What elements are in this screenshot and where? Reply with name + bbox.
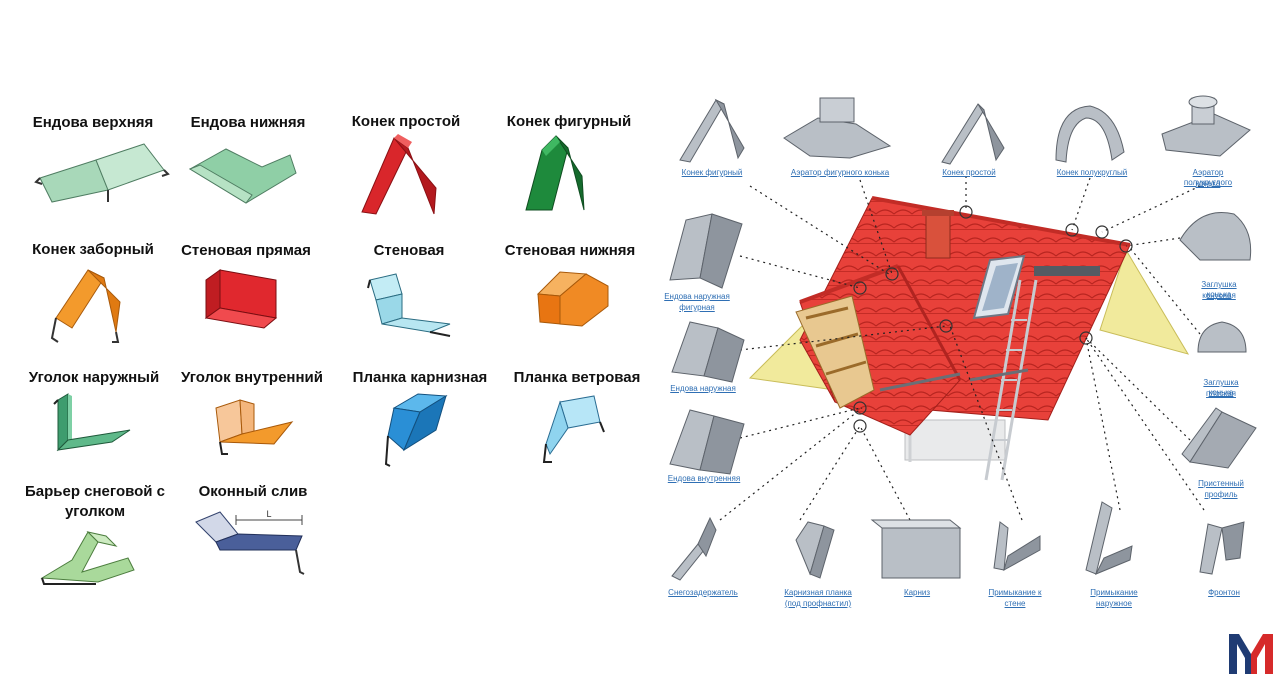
- caption-zaglushka-konusnaya-2: конусная: [1202, 291, 1236, 300]
- endova-naruzhnaya-figurnaya-icon: [669, 213, 743, 289]
- caption-karniz: Карниз: [903, 588, 931, 597]
- snow-guard: [879, 372, 961, 392]
- label-planka-vetrovaya: Планка ветровая: [513, 369, 641, 386]
- endova-verkhnyaya-drawing: [34, 143, 170, 203]
- endova-nizhnyaya-drawing: [188, 148, 297, 204]
- label-ugolok-naruzhny: Уголок наружный: [28, 369, 160, 386]
- label-planka-karniznaya: Планка карнизная: [352, 369, 488, 386]
- dimension-mark: L: [266, 509, 271, 519]
- planka-vetrovaya-drawing: [542, 395, 605, 463]
- konek-prostoy-drawing: [361, 134, 437, 215]
- zaglushka-konusnaya-icon: [1179, 212, 1252, 261]
- zaglushka-ploskaya-icon: [1197, 321, 1247, 353]
- snegozaderzhatel-icon: [671, 516, 717, 581]
- karniznaya-planka-icon: [795, 521, 835, 579]
- caption-primykanie-naruzh-1: Примыкание: [1090, 588, 1138, 597]
- konek-zaborny-drawing: [50, 269, 121, 343]
- stenovaya-drawing: [367, 273, 451, 337]
- leader-lines: [719, 176, 1205, 521]
- barier-snegovoy-drawing: [40, 531, 135, 585]
- label-stenovaya: Стеновая: [373, 242, 445, 259]
- ridge-main: [871, 196, 1131, 247]
- ugolok-vnutrenny-drawing: [215, 399, 294, 455]
- karniz-icon: [870, 519, 962, 579]
- label-ugolok-vnutrenny: Уголок внутренний: [181, 369, 323, 386]
- roof-diagram: [669, 95, 1257, 581]
- leader-markers: [853, 205, 1133, 433]
- roof-walkway: [1034, 266, 1100, 276]
- roof-rafters: [795, 295, 875, 409]
- pristenny-profil-icon: [1181, 407, 1257, 469]
- caption-aerator-figurnogo: Аэратор фигурного конька: [790, 168, 890, 177]
- caption-endova-naruzhnaya-fig-1: Ендова наружная: [664, 292, 730, 301]
- right-gable: [1099, 248, 1190, 355]
- label-barier-snegovoy: Барьер снеговой с уголком: [24, 483, 166, 520]
- label-endova-verkhnyaya: Ендова верхняя: [32, 114, 154, 131]
- planka-karniznaya-drawing: [384, 393, 448, 467]
- chimney: [925, 213, 951, 259]
- label-okonny-sliv: Оконный слив: [198, 483, 308, 500]
- primykanie-naruzhnoe-icon: [1085, 501, 1133, 575]
- konek-figurny-icon: [679, 98, 745, 163]
- brand-logo: [1229, 634, 1273, 674]
- caption-endova-vnutrennyaya: Ендова внутренняя: [667, 474, 741, 483]
- label-stenovaya-pryamaya: Стеновая прямая: [181, 242, 311, 259]
- caption-konek-prostoy: Конек простой: [942, 168, 996, 177]
- caption-konek-figurny: Конек фигурный: [681, 168, 743, 177]
- caption-zaglushka-konusnaya-1: Заглушка конька: [1201, 280, 1237, 299]
- ugolok-naruzhny-drawing: [53, 393, 131, 452]
- aerator-polukruglogo-icon: [1161, 95, 1251, 157]
- aerator-figurnogo-icon: [783, 97, 892, 159]
- caption-aerator-polukruglogo-2: конька: [1195, 179, 1221, 188]
- label-konek-figurny: Конек фигурный: [506, 113, 632, 130]
- endova-naruzhnaya-icon: [671, 321, 745, 383]
- caption-pristenny-2: профиль: [1204, 490, 1238, 499]
- konek-figurny-drawing: [525, 135, 585, 211]
- caption-fronton: Фронтон: [1208, 588, 1240, 597]
- caption-aerator-polukruglogo-1: Аэратор полукруглого: [1183, 168, 1233, 187]
- konek-polukrugly-icon: [1055, 105, 1125, 163]
- caption-primykanie-naruzh-2: наружное: [1096, 599, 1132, 608]
- fronton-icon: [1199, 521, 1245, 575]
- label-endova-nizhnyaya: Ендова нижняя: [190, 114, 306, 131]
- caption-snegozaderzhatel: Снегозадержатель: [668, 588, 738, 597]
- caption-endova-naruzhnaya-fig-2: фигурная: [679, 303, 715, 312]
- stenovaya-nizhnyaya-drawing: [536, 271, 609, 327]
- house-wall: [904, 419, 1006, 461]
- caption-primykanie-stene-1: Примыкание к: [988, 588, 1042, 597]
- primykanie-k-stene-icon: [993, 521, 1041, 572]
- label-stenovaya-nizhnyaya: Стеновая нижняя: [504, 242, 636, 259]
- okonny-sliv-drawing: L: [195, 509, 305, 575]
- caption-zaglushka-ploskaya-1: Заглушка конька: [1203, 378, 1239, 397]
- caption-karniznaya-1: Карнизная планка: [784, 588, 852, 597]
- caption-karniznaya-2: (под профнастил): [784, 599, 852, 608]
- caption-zaglushka-ploskaya-2: плоская: [1206, 389, 1236, 398]
- label-konek-prostoy: Конек простой: [351, 113, 461, 130]
- caption-konek-polukrugly: Конек полукруглый: [1056, 168, 1128, 177]
- endova-vnutrennyaya-icon: [669, 409, 745, 475]
- caption-endova-naruzhnaya: Ендова наружная: [670, 384, 736, 393]
- caption-pristenny-1: Пристенный: [1198, 479, 1244, 488]
- caption-primykanie-stene-2: стене: [1004, 599, 1026, 608]
- konek-prostoy-icon: [941, 103, 1005, 165]
- label-konek-zaborny: Конек заборный: [32, 241, 154, 258]
- stenovaya-pryamaya-drawing: [204, 269, 278, 329]
